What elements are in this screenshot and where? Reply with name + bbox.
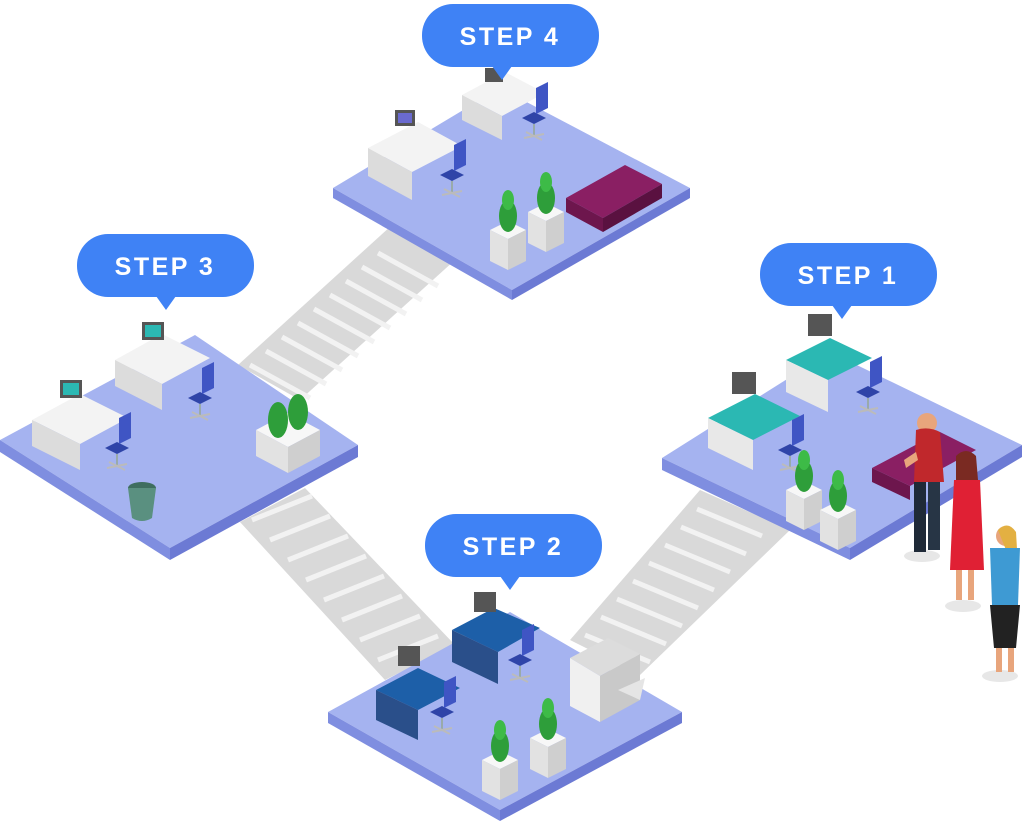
step4-badge: STEP 4 [422,4,599,80]
desk-step2-a [376,646,460,740]
trash-bin [128,482,156,521]
desk-step4-a [368,110,462,200]
step2-badge: STEP 2 [425,514,602,590]
desk-step1-a [708,372,800,470]
desk-step1-b [786,314,872,412]
platform-step2 [328,592,682,821]
planter-step3 [256,394,320,473]
stairs-step2-to-step1 [570,490,790,675]
stairs-step3-to-step2 [240,488,455,680]
step1-label: STEP 1 [798,262,899,290]
people-queue [904,413,1020,682]
stairs-step3-to-step4 [238,225,455,401]
step2-label: STEP 2 [463,533,564,561]
desk-step3-b [115,322,210,410]
person-man [904,413,944,562]
copier [570,638,645,722]
person-woman-blue [982,525,1020,682]
desk-step3-a [32,380,128,470]
platform-step3 [0,322,358,560]
step1-badge: STEP 1 [760,243,937,319]
sofa-step4 [566,165,662,232]
step3-badge: STEP 3 [77,234,254,310]
desk-step2-b [452,592,540,684]
step4-label: STEP 4 [460,23,561,51]
step3-label: STEP 3 [115,253,216,281]
platform-step4 [333,68,690,300]
person-woman-red [945,451,984,612]
